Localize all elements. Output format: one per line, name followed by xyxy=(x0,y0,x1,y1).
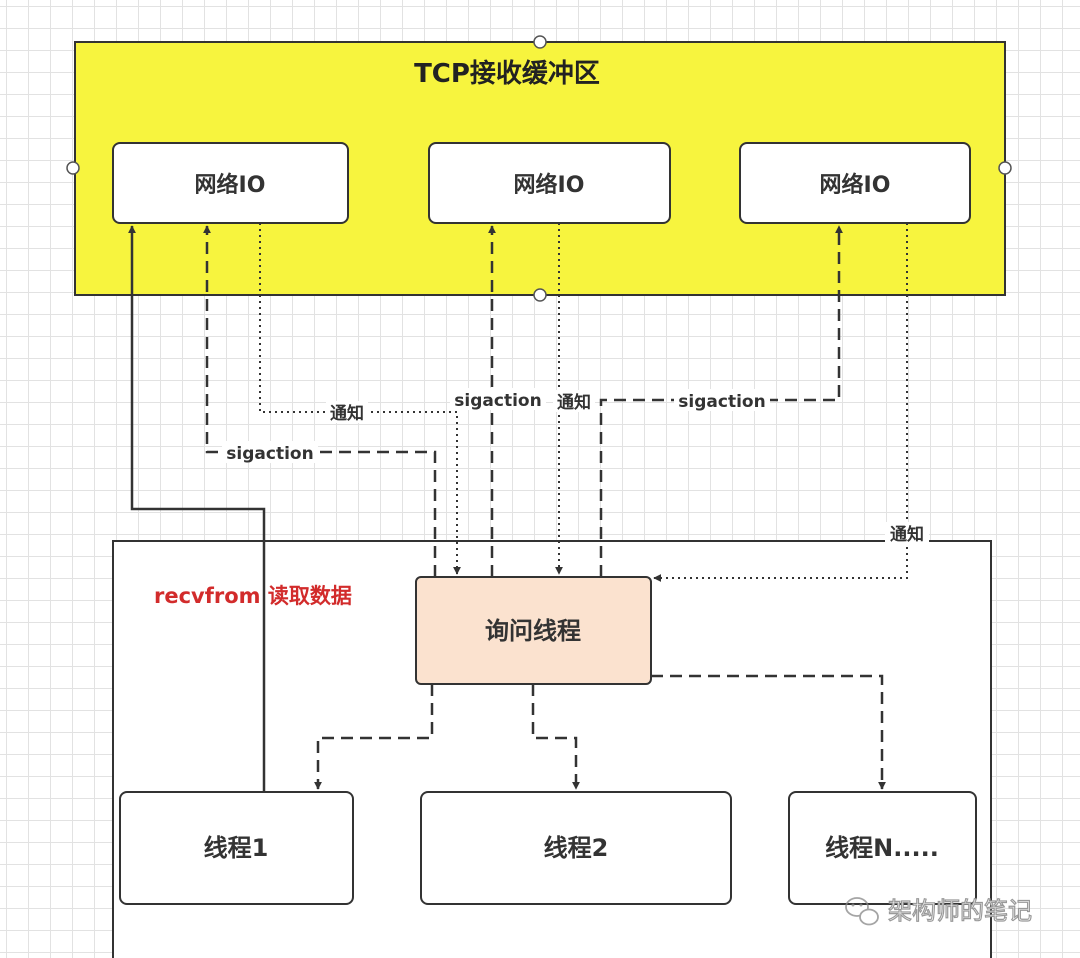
dispatch-edge-1[interactable] xyxy=(314,684,434,790)
recvfrom-label: recvfrom 读取数据 xyxy=(154,584,352,608)
notify-edge-3[interactable] xyxy=(653,223,908,582)
sigaction-label-2: sigaction xyxy=(454,391,541,411)
thread-label-2: 线程2 xyxy=(544,834,609,862)
notify-label-bg-1 xyxy=(326,401,368,423)
notify-label-2: 通知 xyxy=(557,392,591,413)
notify-label-3: 通知 xyxy=(890,524,924,545)
query-thread-label: 询问线程 xyxy=(485,617,581,645)
network-io-box-1[interactable] xyxy=(112,142,349,224)
sigaction-label-bg-1 xyxy=(222,441,318,463)
tcp-buffer-title: TCP接收缓冲区 xyxy=(414,58,600,89)
watermark-text: 架构师的笔记 xyxy=(888,897,1032,925)
network-io-label-2: 网络IO xyxy=(514,172,585,198)
sigaction-label-bg-3 xyxy=(674,389,770,411)
query-thread-box[interactable] xyxy=(415,576,652,685)
sigaction-label-bg-2 xyxy=(450,388,546,410)
network-io-box-3[interactable] xyxy=(739,142,971,224)
resize-handle-left[interactable] xyxy=(66,161,80,175)
resize-handle-bottom[interactable] xyxy=(533,288,547,302)
notify-label-1: 通知 xyxy=(330,403,364,424)
wechat-icon xyxy=(845,897,879,926)
resize-handle-right[interactable] xyxy=(998,161,1012,175)
network-io-label-3: 网络IO xyxy=(820,172,891,198)
notify-label-bg-2 xyxy=(553,390,595,412)
thread-box-2[interactable] xyxy=(420,791,732,905)
thread-label-1: 线程1 xyxy=(204,834,269,862)
thread-box-3[interactable] xyxy=(788,791,977,905)
sigaction-label-1: sigaction xyxy=(226,444,313,464)
sigaction-edge-1[interactable] xyxy=(203,225,437,577)
thread-label-3: 线程N..... xyxy=(825,834,939,862)
notify-label-bg-3 xyxy=(885,522,929,544)
network-io-box-2[interactable] xyxy=(428,142,671,224)
sigaction-label-3: sigaction xyxy=(678,392,765,412)
resize-handle-top[interactable] xyxy=(533,35,547,49)
dispatch-edge-3[interactable] xyxy=(651,674,886,790)
network-io-label-1: 网络IO xyxy=(195,172,266,198)
recvfrom-edge[interactable] xyxy=(128,225,266,792)
thread-box-1[interactable] xyxy=(119,791,354,905)
dispatch-edge-2[interactable] xyxy=(531,684,580,790)
